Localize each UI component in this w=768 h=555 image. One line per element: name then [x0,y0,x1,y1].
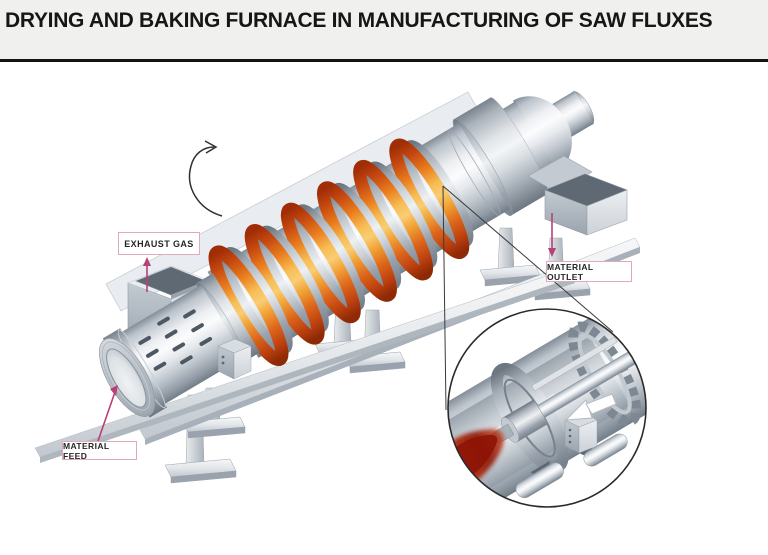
feed-head [99,328,167,418]
material-outlet-arrow-icon [548,213,556,257]
material-feed-label: MATERIAL FEED [62,441,137,461]
chute-side-wall [586,189,628,236]
junction-box [217,338,252,380]
base-rails [34,237,641,463]
drum-end-dome [512,96,572,173]
drum-right-collar [454,97,548,216]
feed-mouth-opening [106,348,147,408]
heating-ring [280,202,366,324]
material-outlet-chute [527,155,628,236]
heating-ring [208,245,293,367]
page-title: DRYING AND BAKING FURNACE IN MANUFACTURI… [5,9,713,32]
material-outlet-label: MATERIAL OUTLET [546,261,632,282]
page-header: DRYING AND BAKING FURNACE IN MANUFACTURI… [0,0,768,62]
heating-ring [244,224,329,345]
magnifier-leader-lines [442,185,614,411]
support-leg [479,227,541,287]
heating-ring [316,181,402,302]
rotary-drum [99,90,595,418]
heating-ring [353,159,438,281]
flow-arrow [564,393,617,421]
heating-rings [208,138,474,367]
drum-step-collar [197,273,260,362]
support-roller [515,462,564,499]
heating-ring [389,138,474,260]
rotation-arrow-icon [188,140,223,217]
exhaust-gas-label: EXHAUST GAS [118,232,200,255]
annotation-arrows [97,213,556,442]
exhaust-gas-arrow-icon [143,257,151,292]
vent-slots [138,309,213,371]
support-roller [583,433,628,467]
material-feed-arrow-icon [97,385,118,442]
